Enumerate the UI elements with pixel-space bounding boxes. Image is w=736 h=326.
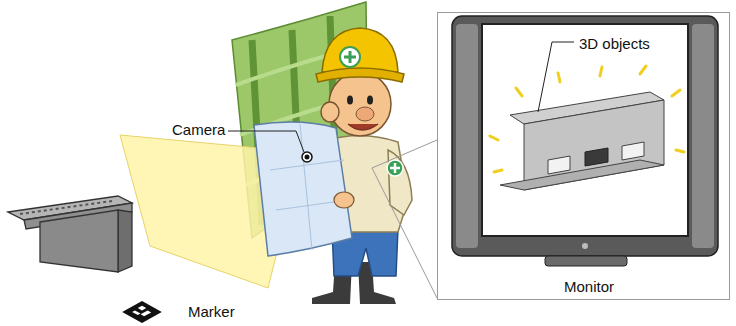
monitor-callout: 3D objectsMonitor — [437, 12, 730, 300]
screen-label: 3D objects — [577, 35, 652, 53]
monitor-label: Monitor — [562, 278, 616, 296]
leader-line — [228, 131, 304, 152]
camera-lens — [305, 155, 310, 160]
marker-label: Marker — [186, 303, 237, 321]
steel-bracket — [8, 196, 132, 272]
tablet — [254, 122, 354, 256]
camera-lens — [302, 152, 312, 162]
ar-marker — [122, 301, 162, 323]
camera-label: Camera — [170, 121, 227, 139]
callout-leader — [372, 140, 437, 298]
monitor-illustration — [452, 16, 718, 266]
